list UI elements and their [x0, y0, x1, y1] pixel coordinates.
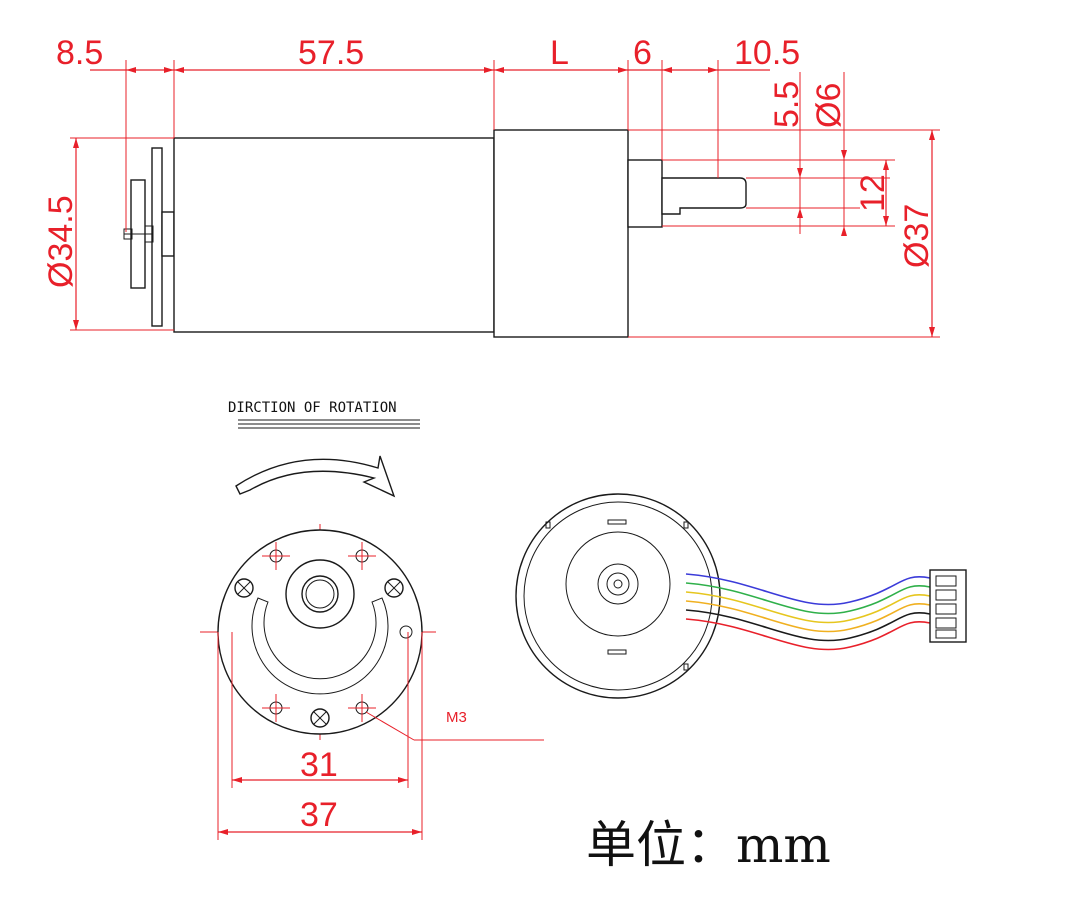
encoder-hub	[161, 211, 175, 257]
output-shaft	[661, 177, 747, 215]
dim-L: L	[550, 34, 569, 72]
encoder-cap	[565, 531, 671, 637]
side-view	[123, 129, 747, 338]
wire-connector	[929, 569, 967, 643]
dim-6: 6	[633, 34, 652, 72]
thread-label: M3	[446, 709, 467, 726]
wire-2	[685, 582, 931, 615]
rotation-arrow-icon	[235, 455, 396, 498]
wire-5	[685, 609, 931, 642]
dim-57-5: 57.5	[298, 34, 364, 72]
front-view: M3 31 37	[200, 524, 544, 840]
dim-8-5: 8.5	[56, 34, 103, 72]
wire-3	[685, 591, 931, 624]
dim-10-5: 10.5	[734, 34, 800, 72]
dim-12: 12	[854, 174, 892, 212]
screws	[234, 578, 404, 728]
shaft-hole	[301, 575, 339, 613]
encoder-housing-outer	[515, 493, 721, 699]
wire-1	[685, 573, 931, 606]
rear-view	[515, 493, 967, 699]
unit-label: 单位：mm	[586, 816, 831, 874]
rotation-label: DIRCTION OF ROTATION	[228, 400, 397, 416]
gearbox-body	[493, 129, 629, 338]
encoder-wires	[685, 573, 931, 651]
dim-5-5: 5.5	[768, 81, 806, 128]
dim-phi-6: Ø6	[810, 83, 848, 128]
right-dimensions: 12 Ø37	[628, 129, 940, 338]
wire-6	[685, 618, 931, 651]
mount-holes	[262, 542, 413, 722]
dim-37: 37	[300, 796, 338, 834]
wire-4	[685, 600, 931, 633]
dim-phi-37-side: Ø37	[898, 204, 936, 268]
dim-31: 31	[300, 746, 338, 784]
motor-body	[173, 137, 495, 333]
shaft-boss	[627, 159, 663, 228]
top-dimensions: 8.5 57.5 L 6 10.5 5.5 Ø6	[56, 34, 895, 236]
rotation-caption: DIRCTION OF ROTATION	[228, 400, 420, 498]
left-dimension: Ø34.5	[42, 137, 174, 331]
dim-phi-34-5: Ø34.5	[42, 195, 80, 288]
